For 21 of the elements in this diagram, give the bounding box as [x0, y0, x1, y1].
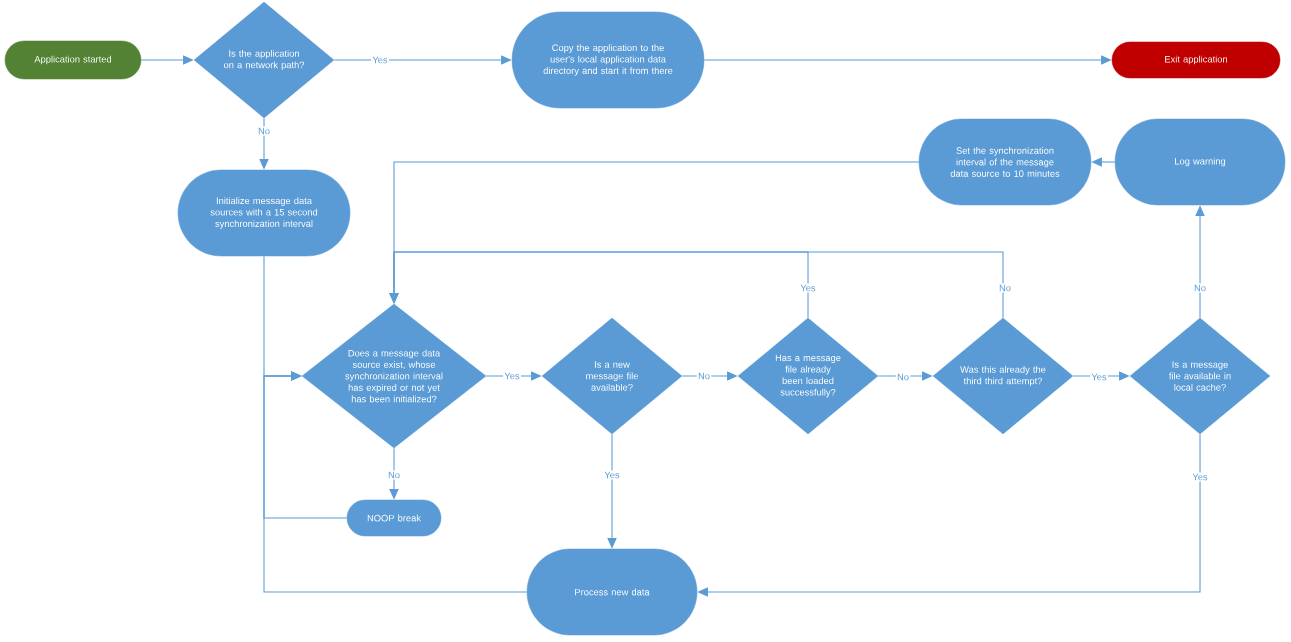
terminal-box: NOOP break [346, 499, 442, 537]
edge-label: Yes [1090, 372, 1108, 382]
terminal-box: Process new data [526, 548, 698, 636]
terminal-box: Set the synchronization interval of the message data source to 10 minutes [918, 118, 1092, 206]
edge-label: Yes [1191, 472, 1209, 482]
edge-label: Yes [603, 470, 621, 480]
edge-label: No [386, 470, 402, 480]
edge-label: No [256, 126, 272, 136]
terminal-box: Log warning [1114, 118, 1286, 206]
edge-label: No [997, 283, 1013, 293]
edge-label: Yes [503, 371, 521, 381]
edge-label: No [1192, 283, 1208, 293]
arrow [263, 371, 528, 593]
edge-label: No [696, 371, 712, 381]
edge-label: No [895, 372, 911, 382]
edge-label: Yes [799, 283, 817, 293]
edge-label: Yes [371, 55, 389, 65]
terminal-box: Application started [4, 40, 142, 80]
terminal-box: Copy the application to the user's local application data directory and start it from there [511, 11, 705, 109]
terminal-box: Exit application [1111, 41, 1281, 79]
terminal-box: Initialize message data sources with a 15 second synchronization interval [177, 169, 351, 257]
